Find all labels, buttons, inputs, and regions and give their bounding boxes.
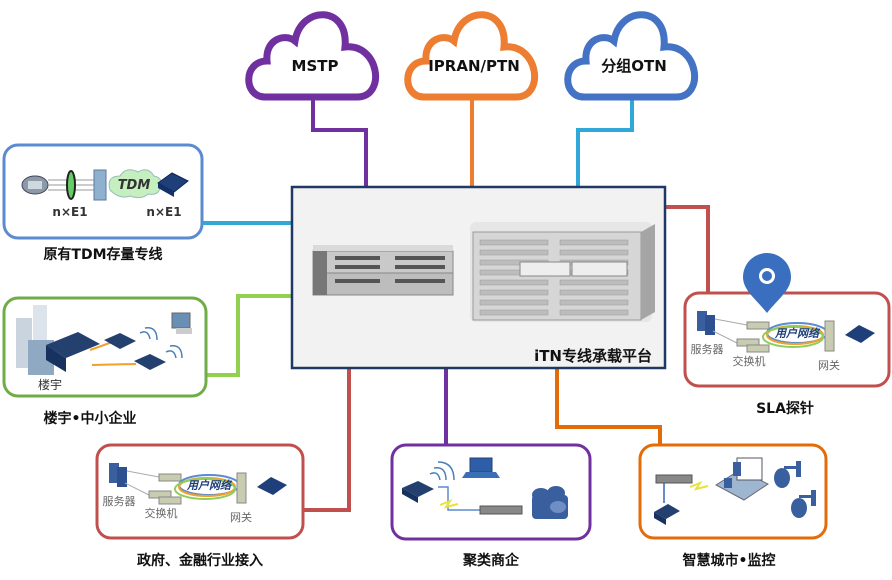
chassis-slot: [559, 289, 629, 296]
connector-gov: [303, 368, 351, 512]
chassis-slot: [479, 249, 549, 256]
wifi-signal-icon: [429, 461, 455, 481]
connector-mstp: [311, 96, 368, 187]
platform-label: iTN专线承载平台: [534, 347, 652, 365]
switch-label: 交换机: [145, 506, 178, 520]
large-chassis-icon: [470, 222, 655, 322]
access-device-icon: [654, 504, 680, 519]
cloud-ipran: IPRAN/PTN: [404, 11, 538, 101]
chassis-slot: [479, 309, 549, 316]
server-label: 服务器: [103, 495, 136, 508]
switch-icon: [655, 474, 693, 484]
cloud-otn: 分组OTN: [564, 11, 698, 101]
cloud-label: IPRAN/PTN: [428, 57, 520, 75]
wifi-ap-icon: [402, 481, 434, 497]
gateway-icon: [824, 320, 835, 352]
nxe1-left-label: n×E1: [52, 205, 87, 219]
chassis-slot: [559, 299, 629, 306]
scenario-title-gov: 政府、金融行业接入: [137, 552, 263, 569]
switch-icon: [479, 505, 523, 515]
lightning-icon: [439, 498, 459, 509]
wifi-ap-icon-2: [134, 354, 166, 370]
terminal-device-icon: [257, 477, 287, 495]
small-chassis-icon: [312, 245, 454, 296]
connector-city: [555, 368, 662, 445]
chassis-slot: [479, 279, 549, 286]
gateway-label: 网关: [818, 358, 840, 372]
wifi-signal-icon: [139, 327, 158, 341]
terminal-device-icon: [157, 172, 189, 193]
access-device-icon: [46, 332, 100, 358]
switch-label: 交换机: [733, 354, 766, 368]
cloud-mstp: MSTP: [245, 11, 379, 101]
tdm-cloud-label: TDM: [118, 178, 151, 193]
scenario-title-merchant: 聚类商企: [462, 552, 520, 569]
cloud-shape-icon: [245, 11, 379, 101]
scenario-city: 智慧城市•监控: [638, 443, 828, 569]
chassis-slot: [559, 239, 629, 246]
switch-icon: [158, 473, 182, 482]
camera-icon-2: [791, 490, 816, 518]
lightning-icon: [689, 480, 709, 491]
cloud-label: MSTP: [292, 57, 339, 75]
scenario-title-city: 智慧城市•监控: [682, 552, 776, 569]
building-label: 楼宇: [38, 377, 62, 392]
scenario-building: 楼宇 楼宇•中小企业: [2, 296, 208, 427]
server-cluster-icon: [532, 486, 568, 519]
scenario-merchant: 聚类商企: [390, 443, 592, 569]
server-icon: [109, 463, 119, 483]
platform-box: iTN专线承载平台: [290, 185, 667, 370]
laptop-icon: [469, 457, 493, 473]
mux-icon: [93, 169, 107, 201]
scenario-title-tdm: 原有TDM存量专线: [43, 246, 162, 263]
wifi-ap-icon: [104, 333, 136, 349]
phone-icon: [21, 175, 49, 195]
chassis-slot: [559, 249, 629, 256]
chassis-slot: [479, 239, 549, 246]
cloud-label: 分组OTN: [601, 57, 667, 75]
server-label: 服务器: [691, 343, 724, 356]
terminal-device-icon: [845, 325, 875, 343]
chassis-slot: [479, 299, 549, 306]
user-network-label: 用户网络: [774, 327, 821, 340]
connector-sla: [660, 205, 710, 293]
computer-icon: [171, 312, 191, 329]
camera-icon: [774, 461, 801, 488]
cloud-shape-icon: [404, 11, 538, 101]
gateway-label: 网关: [230, 510, 252, 524]
user-network-label: 用户网络: [186, 479, 233, 492]
connectors: [202, 96, 710, 512]
chassis-slot: [559, 309, 629, 316]
scenario-tdm: TDM n×E1 n×E1 原有TDM存量专线: [2, 143, 204, 263]
switch-icon: [746, 321, 770, 330]
clouds: MSTP IPRAN/PTN 分组OTN: [245, 11, 698, 101]
tdm-cloud-icon: [108, 169, 162, 199]
chassis-slot: [559, 279, 629, 286]
chassis-slot: [479, 289, 549, 296]
nxe1-right-label: n×E1: [146, 205, 181, 219]
location-pin-icon: [743, 253, 791, 313]
e1-ring-icon: [66, 170, 76, 200]
connector-building: [206, 294, 292, 377]
gateway-icon: [236, 472, 247, 504]
scenario-title-sla: SLA探针: [756, 400, 814, 417]
connector-otn: [576, 96, 634, 187]
cloud-shape-icon: [564, 11, 698, 101]
server-icon: [697, 311, 707, 331]
scenario-title-building: 楼宇•中小企业: [44, 410, 137, 427]
